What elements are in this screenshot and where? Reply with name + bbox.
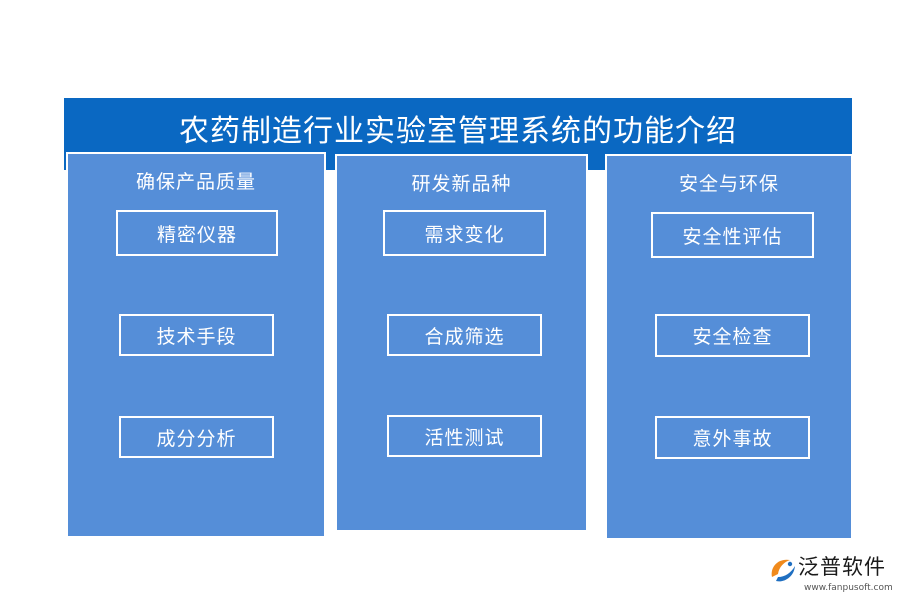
brand-logo: 泛普软件 www.fanpusoft.com bbox=[768, 552, 896, 596]
logo-name: 泛普软件 bbox=[798, 555, 886, 579]
item-box: 精密仪器 bbox=[116, 210, 278, 256]
item-box: 需求变化 bbox=[383, 210, 546, 256]
page-title: 农药制造行业实验室管理系统的功能介绍 bbox=[179, 114, 737, 149]
item-box: 活性测试 bbox=[387, 415, 542, 457]
panel-product-quality: 确保产品质量 精密仪器 技术手段 成分分析 bbox=[66, 152, 326, 538]
logo-url: www.fanpusoft.com bbox=[804, 583, 893, 593]
item-box: 技术手段 bbox=[119, 314, 274, 356]
item-box: 成分分析 bbox=[119, 416, 274, 458]
panel-heading: 研发新品种 bbox=[411, 173, 512, 195]
panel-safety-environment: 安全与环保 安全性评估 安全检查 意外事故 bbox=[605, 154, 853, 540]
panel-heading: 确保产品质量 bbox=[135, 171, 256, 193]
item-box: 安全检查 bbox=[655, 314, 810, 357]
panel-new-variety: 研发新品种 需求变化 合成筛选 活性测试 bbox=[335, 154, 588, 532]
panel-heading: 安全与环保 bbox=[678, 173, 779, 195]
item-box: 合成筛选 bbox=[387, 314, 542, 356]
fanpu-logo-icon bbox=[771, 559, 795, 582]
item-box: 安全性评估 bbox=[651, 212, 814, 258]
item-box: 意外事故 bbox=[655, 416, 810, 459]
